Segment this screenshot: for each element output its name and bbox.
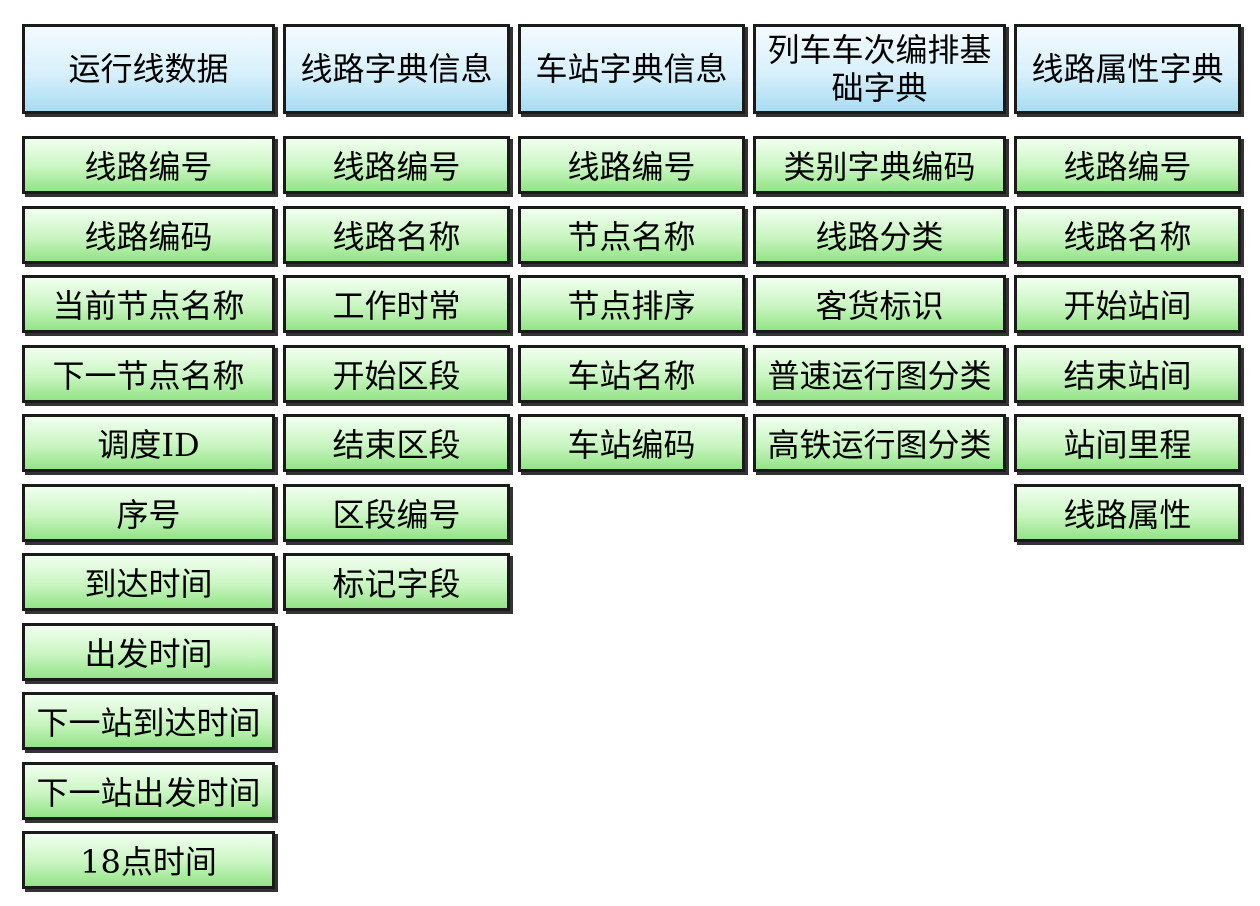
field-box: 线路编码 <box>22 206 275 264</box>
field-box: 开始站间 <box>1014 275 1241 333</box>
field-box: 出发时间 <box>22 623 275 681</box>
field-box: 客货标识 <box>753 275 1006 333</box>
field-box: 下一站出发时间 <box>22 762 275 820</box>
field-box: 下一站到达时间 <box>22 692 275 750</box>
column-header: 车站字典信息 <box>518 24 745 114</box>
field-box: 线路编号 <box>22 136 275 194</box>
field-box: 到达时间 <box>22 553 275 611</box>
field-box: 线路编号 <box>1014 136 1241 194</box>
field-box: 18点时间 <box>22 831 275 889</box>
field-box: 线路编号 <box>518 136 745 194</box>
field-box: 线路编号 <box>283 136 510 194</box>
column-header: 线路字典信息 <box>283 24 510 114</box>
field-box: 高铁运行图分类 <box>753 414 1006 472</box>
field-box: 标记字段 <box>283 553 510 611</box>
field-box: 节点排序 <box>518 275 745 333</box>
field-box: 线路名称 <box>1014 206 1241 264</box>
field-box: 结束站间 <box>1014 345 1241 403</box>
field-box: 车站名称 <box>518 345 745 403</box>
field-box: 工作时常 <box>283 275 510 333</box>
field-box: 当前节点名称 <box>22 275 275 333</box>
field-box: 线路属性 <box>1014 484 1241 542</box>
field-box: 节点名称 <box>518 206 745 264</box>
field-box: 区段编号 <box>283 484 510 542</box>
column-header: 列车车次编排基础字典 <box>753 24 1006 114</box>
field-box: 线路名称 <box>283 206 510 264</box>
field-box: 开始区段 <box>283 345 510 403</box>
field-box: 车站编码 <box>518 414 745 472</box>
field-box: 序号 <box>22 484 275 542</box>
field-box: 下一节点名称 <box>22 345 275 403</box>
field-box: 类别字典编码 <box>753 136 1006 194</box>
column-header: 运行线数据 <box>22 24 275 114</box>
field-box: 线路分类 <box>753 206 1006 264</box>
field-box: 调度ID <box>22 414 275 472</box>
field-box: 普速运行图分类 <box>753 345 1006 403</box>
column-header: 线路属性字典 <box>1014 24 1241 114</box>
field-box: 结束区段 <box>283 414 510 472</box>
field-box: 站间里程 <box>1014 414 1241 472</box>
